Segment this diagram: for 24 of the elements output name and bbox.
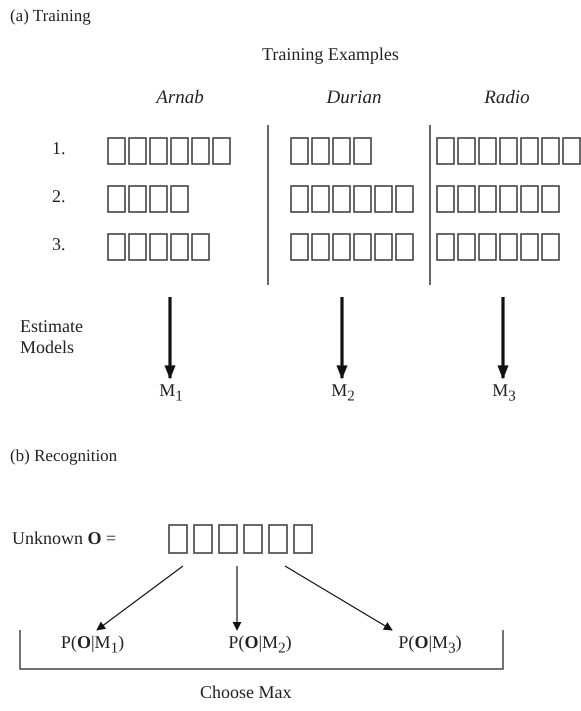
column-header: Arnab xyxy=(154,86,205,110)
row-number: 1. xyxy=(52,138,66,159)
arrow xyxy=(284,565,393,631)
model-label: M$_{2}$ xyxy=(330,379,356,407)
probability-label: P(O|M$_{1}$) xyxy=(60,631,126,659)
arrow xyxy=(96,566,184,631)
text-label: Estimate Models xyxy=(20,316,84,358)
probability-label: P(O|M$_{2}$) xyxy=(227,631,293,659)
text-label: Choose Max xyxy=(200,682,292,703)
section-heading: (b) Recognition xyxy=(10,446,118,466)
observation-label: Unknown O = xyxy=(12,527,116,550)
row-number: 2. xyxy=(52,186,66,207)
column-header: Radio xyxy=(483,86,531,110)
arrow xyxy=(164,297,176,380)
model-label: M$_{3}$ xyxy=(491,379,517,407)
probability-label: P(O|M$_{3}$) xyxy=(397,631,463,659)
model-label: M$_{1}$ xyxy=(158,379,184,407)
section-heading: (a) Training xyxy=(10,6,91,26)
column-header: Durian xyxy=(325,86,382,110)
arrow xyxy=(232,566,242,631)
arrow xyxy=(336,297,348,380)
row-number: 3. xyxy=(52,234,66,255)
arrow xyxy=(497,297,509,380)
text-label: Training Examples xyxy=(262,44,399,65)
